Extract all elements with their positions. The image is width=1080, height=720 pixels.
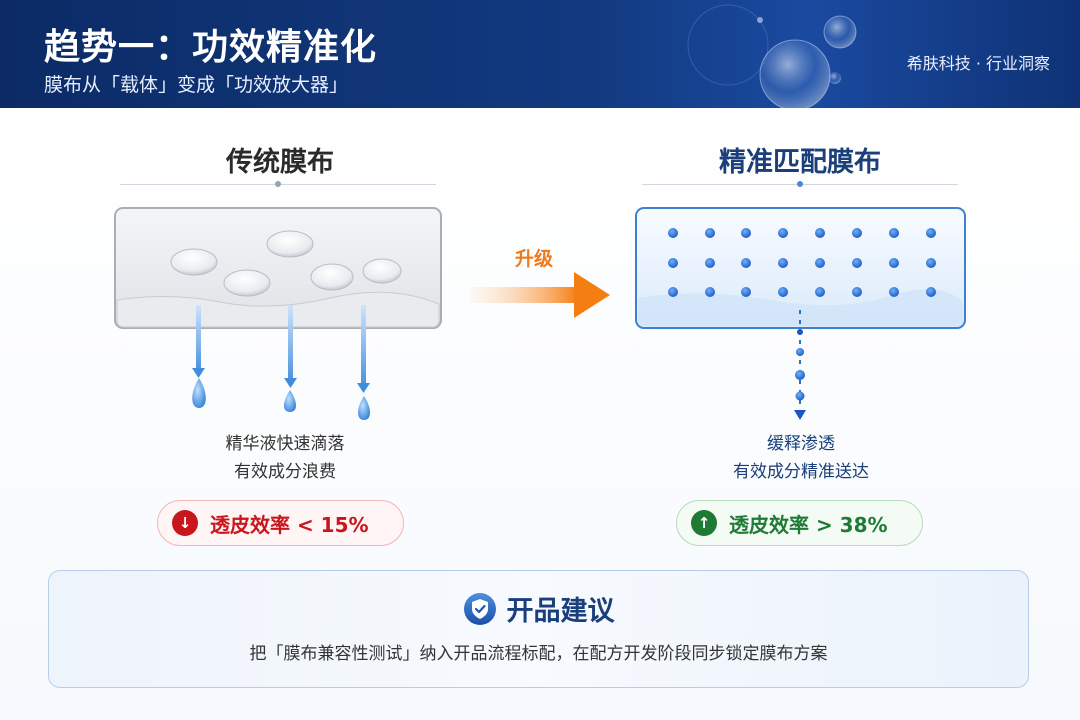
traditional-caption-line2: 有效成分浪费	[234, 462, 336, 482]
page-title: 趋势一：功效精准化	[44, 27, 378, 68]
brand-label: 希肤科技 · 行业洞察	[906, 54, 1050, 73]
traditional-caption-line1: 精华液快速滴落	[225, 434, 345, 454]
page-subtitle: 膜布从「载体」变成「功效放大器」	[44, 74, 349, 96]
arrow-up-icon: ↑	[691, 510, 717, 536]
shield-check-icon	[463, 592, 496, 625]
arrow-down-icon: ↓	[172, 510, 198, 536]
advice-panel: 开品建议 把「膜布兼容性测试」纳入开品流程标配，在配方开发阶段同步锁定膜布方案	[48, 570, 1029, 688]
precise-efficiency-badge: ↑ 透皮效率 > 38%	[676, 500, 923, 546]
traditional-caption: 精华液快速滴落 有效成分浪费	[125, 430, 445, 486]
bubbles-decoration	[687, 4, 857, 108]
traditional-efficiency-badge: ↓ 透皮效率 < 15%	[157, 500, 404, 546]
upgrade-arrow-icon	[470, 272, 610, 318]
advice-heading: 开品建议	[49, 589, 1028, 628]
advice-text: 把「膜布兼容性测试」纳入开品流程标配，在配方开发阶段同步锁定膜布方案	[249, 644, 828, 664]
precise-caption: 缓释渗透 有效成分精准送达	[641, 430, 961, 486]
advice-title: 开品建议	[506, 596, 615, 627]
precise-caption-line2: 有效成分精准送达	[733, 462, 869, 482]
left-divider-dot	[275, 181, 281, 187]
precise-mask-title: 精准匹配膜布	[719, 147, 881, 178]
traditional-mask-illustration	[114, 207, 442, 420]
header-banner: 趋势一：功效精准化 膜布从「载体」变成「功效放大器」 希肤科技 · 行业洞察	[0, 0, 1080, 108]
right-divider-dot	[797, 181, 803, 187]
precise-caption-line1: 缓释渗透	[767, 434, 835, 454]
upgrade-label: 升级	[515, 248, 554, 270]
traditional-efficiency-text: 透皮效率 < 15%	[210, 512, 369, 537]
precise-efficiency-text: 透皮效率 > 38%	[729, 512, 888, 537]
traditional-mask-title: 传统膜布	[226, 147, 334, 178]
precise-mask-illustration	[635, 207, 966, 420]
